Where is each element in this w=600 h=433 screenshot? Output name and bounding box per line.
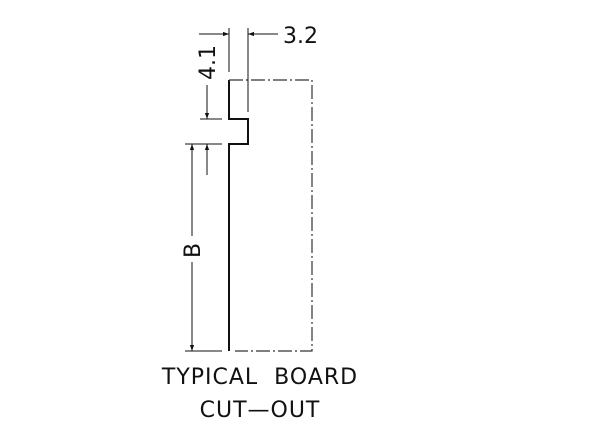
caption-line-1: TYPICAL BOARD <box>161 365 359 390</box>
caption-line-2: CUT—OUT <box>199 398 321 423</box>
cutout-outline <box>228 80 249 351</box>
dim-b-label: B <box>181 243 206 258</box>
dim-3.2-label: 3.2 <box>283 24 318 49</box>
dim-4.1-label: 4.1 <box>196 45 221 80</box>
dimension-3.2: 3.2 <box>199 24 318 112</box>
dimension-4.1: 4.1 <box>185 45 222 175</box>
board-phantom-outline <box>229 79 313 352</box>
dimension-b: B <box>181 144 222 352</box>
